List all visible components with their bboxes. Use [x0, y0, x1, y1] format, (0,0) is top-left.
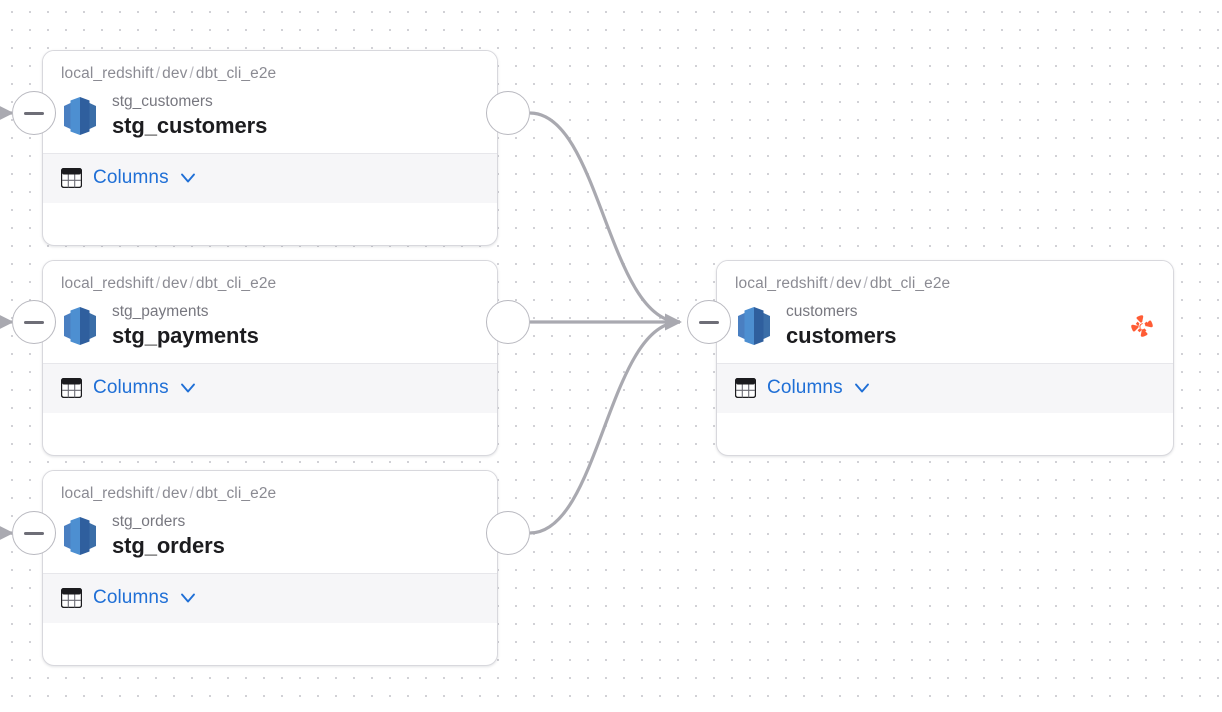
chevron-down-icon[interactable]	[854, 382, 870, 394]
lineage-node-stg-customers[interactable]: local_redshift/dev/dbt_cli_e2e stg_custo…	[42, 50, 498, 246]
lineage-node-customers[interactable]: local_redshift/dev/dbt_cli_e2e customers…	[716, 260, 1174, 456]
columns-label: Columns	[93, 586, 169, 608]
breadcrumb-separator: /	[155, 485, 161, 502]
chevron-down-icon[interactable]	[180, 172, 196, 184]
columns-label: Columns	[93, 376, 169, 398]
minus-icon	[24, 531, 44, 535]
dbt-logo-icon	[1131, 315, 1153, 338]
breadcrumb-dataset: dbt_cli_e2e	[195, 485, 277, 502]
minus-icon	[24, 320, 44, 324]
node-source-name: stg_customers	[112, 93, 213, 110]
node-identity: stg_payments stg_payments	[61, 302, 479, 351]
node-names: stg_payments stg_payments	[112, 302, 259, 351]
breadcrumb-separator: /	[189, 275, 194, 292]
breadcrumb-database: local_redshift	[61, 65, 154, 82]
collapse-handle-customers-input[interactable]	[687, 300, 731, 344]
aws-redshift-icon	[64, 307, 96, 346]
edge-stg-orders-to-customers	[529, 313, 682, 535]
columns-toggle[interactable]: Columns	[43, 152, 497, 203]
node-header: local_redshift/dev/dbt_cli_e2e stg_payme…	[43, 261, 497, 363]
breadcrumb-dataset: dbt_cli_e2e	[195, 275, 277, 292]
node-names: customers customers	[786, 302, 896, 351]
node-title: stg_orders	[112, 533, 225, 559]
breadcrumb-dataset: dbt_cli_e2e	[195, 65, 277, 82]
breadcrumb-dataset: dbt_cli_e2e	[869, 275, 951, 292]
collapse-handle-stg-payments-input[interactable]	[12, 300, 56, 344]
breadcrumb: local_redshift/dev/dbt_cli_e2e	[61, 485, 479, 503]
breadcrumb-schema: dev	[836, 275, 862, 292]
expand-handle-stg-customers-output[interactable]	[486, 91, 530, 135]
node-source-name: customers	[786, 303, 858, 320]
node-title: stg_customers	[112, 113, 268, 139]
collapse-handle-stg-orders-input[interactable]	[12, 511, 56, 555]
lineage-node-stg-payments[interactable]: local_redshift/dev/dbt_cli_e2e stg_payme…	[42, 260, 498, 456]
columns-label: Columns	[767, 376, 843, 398]
node-identity: stg_orders stg_orders	[61, 512, 479, 561]
node-names: stg_customers stg_customers	[112, 92, 267, 141]
breadcrumb-database: local_redshift	[61, 485, 154, 502]
breadcrumb-database: local_redshift	[735, 275, 828, 292]
breadcrumb-schema: dev	[162, 65, 188, 82]
breadcrumb-separator: /	[189, 485, 194, 502]
breadcrumb-database: local_redshift	[61, 275, 154, 292]
node-header: local_redshift/dev/dbt_cli_e2e stg_order…	[43, 471, 497, 573]
node-source-name: stg_orders	[112, 513, 186, 530]
aws-redshift-icon	[64, 97, 96, 136]
table-icon	[61, 377, 82, 398]
breadcrumb: local_redshift/dev/dbt_cli_e2e	[61, 275, 479, 293]
columns-toggle[interactable]: Columns	[43, 362, 497, 413]
columns-toggle[interactable]: Columns	[717, 362, 1173, 413]
node-identity: customers customers	[735, 302, 1155, 351]
columns-toggle[interactable]: Columns	[43, 572, 497, 623]
breadcrumb-separator: /	[829, 275, 835, 292]
chevron-down-icon[interactable]	[180, 592, 196, 604]
lineage-node-stg-orders[interactable]: local_redshift/dev/dbt_cli_e2e stg_order…	[42, 470, 498, 666]
expand-handle-stg-orders-output[interactable]	[486, 511, 530, 555]
minus-icon	[24, 111, 44, 115]
node-names: stg_orders stg_orders	[112, 512, 225, 561]
node-source-name: stg_payments	[112, 303, 209, 320]
breadcrumb-schema: dev	[162, 275, 188, 292]
expand-handle-stg-payments-output[interactable]	[486, 300, 530, 344]
breadcrumb-separator: /	[155, 275, 161, 292]
node-header: local_redshift/dev/dbt_cli_e2e stg_custo…	[43, 51, 497, 153]
chevron-down-icon[interactable]	[180, 382, 196, 394]
breadcrumb-separator: /	[863, 275, 868, 292]
breadcrumb: local_redshift/dev/dbt_cli_e2e	[61, 65, 479, 83]
node-header: local_redshift/dev/dbt_cli_e2e customers…	[717, 261, 1173, 363]
edge-stg-customers-to-customers	[529, 111, 682, 331]
breadcrumb-separator: /	[189, 65, 194, 82]
columns-label: Columns	[93, 166, 169, 188]
table-icon	[735, 377, 756, 398]
table-icon	[61, 167, 82, 188]
node-title: customers	[786, 323, 897, 349]
aws-redshift-icon	[738, 307, 770, 346]
minus-icon	[699, 320, 719, 324]
table-icon	[61, 587, 82, 608]
collapse-handle-stg-customers-input[interactable]	[12, 91, 56, 135]
breadcrumb-schema: dev	[162, 485, 188, 502]
node-identity: stg_customers stg_customers	[61, 92, 479, 141]
breadcrumb-separator: /	[155, 65, 161, 82]
breadcrumb: local_redshift/dev/dbt_cli_e2e	[735, 275, 1155, 293]
node-title: stg_payments	[112, 323, 259, 349]
aws-redshift-icon	[64, 517, 96, 556]
